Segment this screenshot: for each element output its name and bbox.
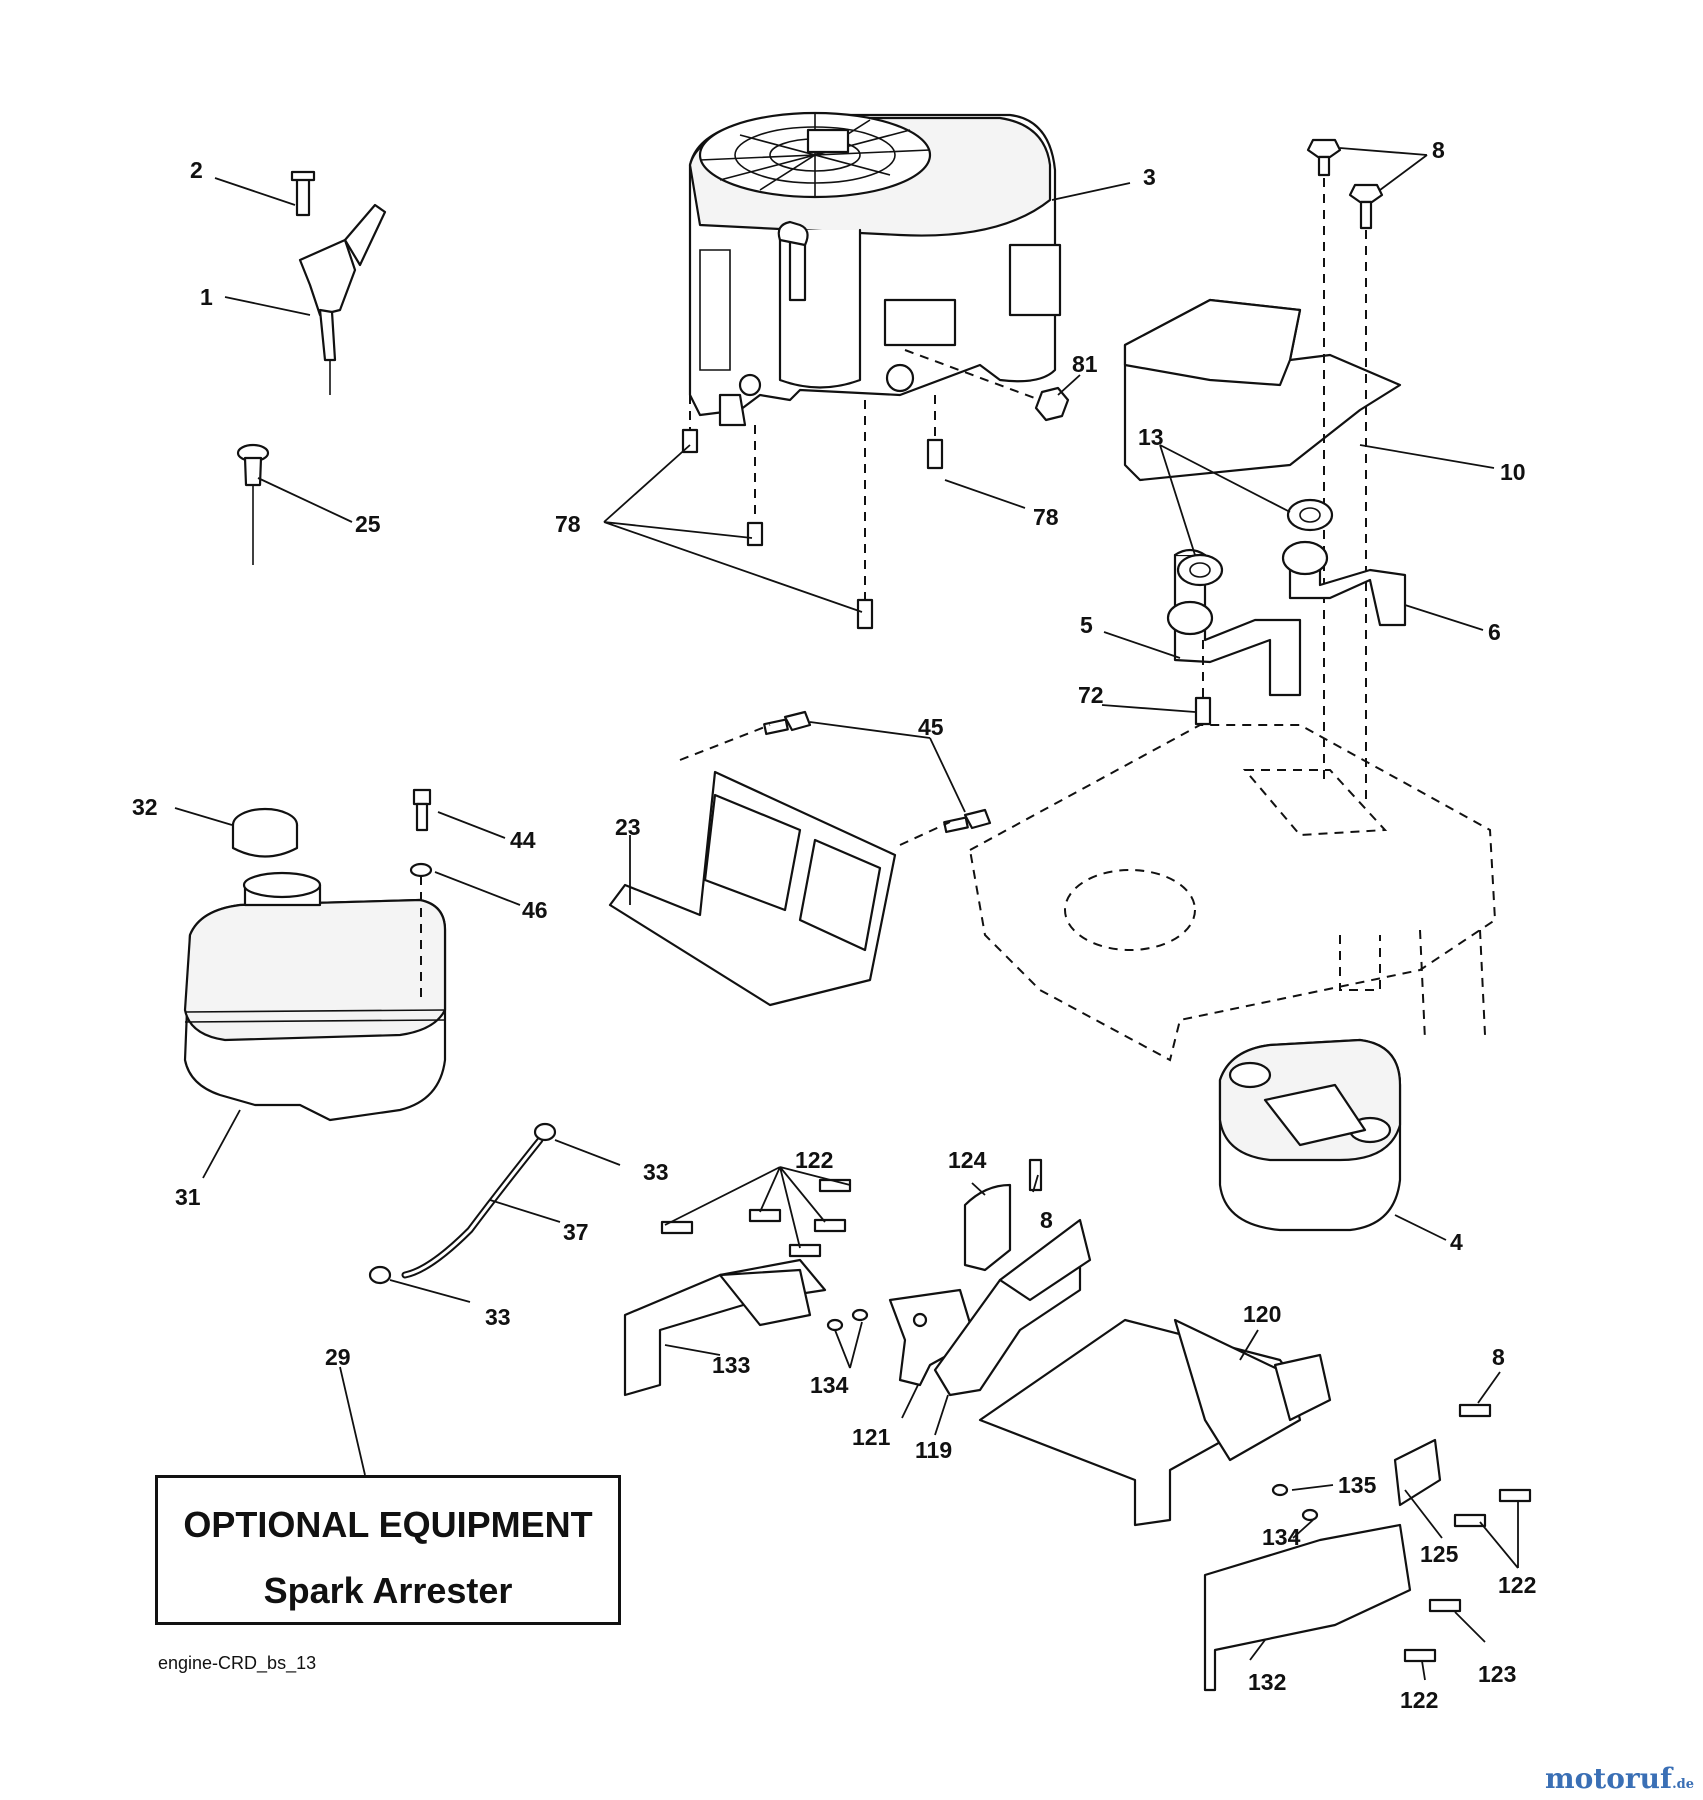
- throttle-control-part-1: [290, 170, 387, 395]
- choke-knob-part-25: [236, 443, 270, 565]
- engine-part-3: [688, 111, 1062, 427]
- fuel-line-part-37: [401, 1136, 544, 1279]
- callout-133: 133: [712, 1352, 750, 1378]
- callout-23: 23: [615, 814, 641, 840]
- callout-31: 31: [175, 1184, 201, 1210]
- bolts-122-group: [660, 1158, 1532, 1663]
- callout-45: 45: [918, 714, 944, 740]
- callout-29: 29: [325, 1344, 351, 1370]
- callout-132: 132: [1248, 1669, 1286, 1695]
- callout-46: 46: [522, 897, 548, 923]
- watermark-brand: motoruf: [1545, 1762, 1673, 1795]
- optional-equipment-title: OPTIONAL EQUIPMENT: [183, 1504, 593, 1545]
- callout-124: 124: [948, 1147, 987, 1173]
- heat-shield-part-10: [1123, 298, 1402, 482]
- exhaust-pipe-part-6: [1281, 540, 1407, 627]
- fuel-cap-part-32: [231, 807, 299, 858]
- leader-lines: [174, 147, 1519, 1681]
- callout-1: 1: [200, 284, 213, 310]
- callout-8-guard: 8: [1040, 1207, 1053, 1233]
- hose-clamp-33: [368, 1122, 557, 1285]
- tractor-frame-outline: [968, 724, 1497, 1062]
- watermark-logo: motoruf.de: [1545, 1762, 1694, 1795]
- bracket-part-23: [608, 770, 897, 1007]
- muffler-part-4: [1218, 1038, 1402, 1232]
- callout-13: 13: [1138, 424, 1164, 450]
- callout-122-bottom: 122: [1400, 1687, 1438, 1713]
- callout-72: 72: [1078, 682, 1104, 708]
- callout-81: 81: [1072, 351, 1098, 377]
- fuel-tank-part-31: [183, 871, 447, 1122]
- callout-134-right: 134: [1262, 1524, 1301, 1550]
- callout-5: 5: [1080, 612, 1093, 638]
- callout-78-right: 78: [1033, 504, 1059, 530]
- callout-8-right: 8: [1492, 1344, 1505, 1370]
- callout-122-top: 122: [795, 1147, 833, 1173]
- callout-4: 4: [1450, 1229, 1463, 1255]
- callout-78-left: 78: [555, 511, 581, 537]
- guard-part-132: [1203, 1523, 1412, 1692]
- bracket-part-121: [888, 1288, 977, 1387]
- callout-44: 44: [510, 827, 536, 853]
- optional-equipment-subtitle: Spark Arrester: [263, 1570, 513, 1611]
- nut-81: [904, 349, 1070, 422]
- drawing-id-label: engine-CRD_bs_13: [158, 1653, 317, 1673]
- callout-2: 2: [190, 157, 203, 183]
- bolt-78-group: [681, 395, 944, 630]
- bolt-8-top: [1306, 138, 1384, 800]
- callout-32: 32: [132, 794, 158, 820]
- callout-134-left: 134: [810, 1372, 849, 1398]
- callout-25: 25: [355, 511, 381, 537]
- guard-part-120: [978, 1318, 1332, 1527]
- callout-123: 123: [1478, 1661, 1516, 1687]
- bracket-part-119: [933, 1218, 1092, 1397]
- callout-10: 10: [1500, 459, 1526, 485]
- optional-equipment-box: OPTIONAL EQUIPMENT Spark Arrester: [155, 1475, 621, 1625]
- gasket-13: [1176, 498, 1334, 587]
- callout-120: 120: [1243, 1301, 1281, 1327]
- callout-6: 6: [1488, 619, 1501, 645]
- cover-part-125: [1393, 1438, 1442, 1507]
- callout-125: 125: [1420, 1541, 1459, 1567]
- callout-3: 3: [1143, 164, 1156, 190]
- bolt-45: [679, 710, 992, 846]
- heat-plate-part-124: [963, 1183, 1012, 1272]
- callout-37: 37: [563, 1219, 589, 1245]
- callout-119: 119: [915, 1437, 952, 1463]
- callout-33-bottom: 33: [485, 1304, 511, 1330]
- exhaust-pipe-part-5: [1166, 548, 1302, 697]
- callout-122-right: 122: [1498, 1572, 1536, 1598]
- guard-part-133: [623, 1258, 827, 1397]
- callout-labels: 1 2 3 4 5 6 8 8 8 10 13 23 25 29 31 32 3…: [132, 137, 1536, 1713]
- callout-33-top: 33: [643, 1159, 669, 1185]
- callout-135: 135: [1338, 1472, 1377, 1498]
- bolt-44: [409, 788, 433, 1000]
- washers-134-135: [826, 1308, 1319, 1522]
- callout-8-top: 8: [1432, 137, 1445, 163]
- callout-121: 121: [852, 1424, 891, 1450]
- watermark-tld: .de: [1672, 1777, 1694, 1792]
